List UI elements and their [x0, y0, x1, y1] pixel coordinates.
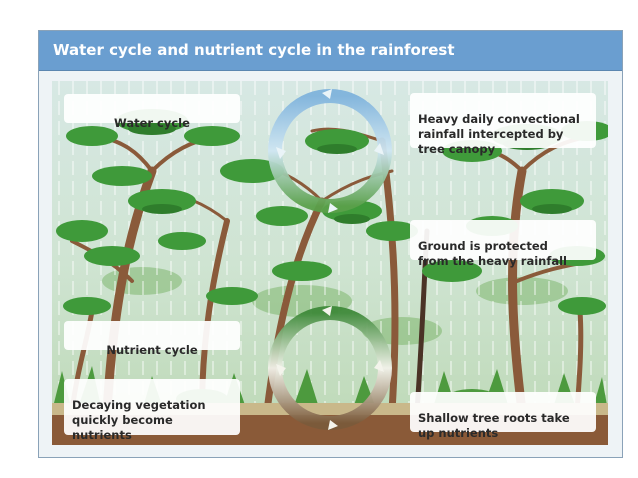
- label-ground-protected-text: Ground is protected from the heavy rainf…: [418, 239, 568, 268]
- diagram-title: Water cycle and nutrient cycle in the ra…: [53, 41, 455, 59]
- label-nutrient-cycle: Nutrient cycle: [64, 321, 240, 357]
- label-decaying-vegetation: Decaying vegetation quickly become nutri…: [64, 379, 240, 442]
- label-shallow-roots: Shallow tree roots take up nutrients: [410, 392, 596, 440]
- label-ground-protected: Ground is protected from the heavy rainf…: [410, 220, 596, 268]
- label-shallow-roots-text: Shallow tree roots take up nutrients: [418, 411, 570, 440]
- label-water-cycle: Water cycle: [64, 94, 240, 130]
- label-rainfall-text: Heavy daily convectional rainfall interc…: [418, 112, 580, 156]
- label-rainfall: Heavy daily convectional rainfall interc…: [410, 93, 596, 156]
- label-nutrient-cycle-text: Nutrient cycle: [106, 343, 198, 357]
- water-cycle-ring: [268, 89, 392, 213]
- label-decaying-vegetation-text: Decaying vegetation quickly become nutri…: [72, 398, 206, 442]
- nutrient-cycle-ring: [268, 306, 392, 430]
- label-water-cycle-text: Water cycle: [114, 116, 190, 130]
- title-bar: Water cycle and nutrient cycle in the ra…: [39, 31, 622, 71]
